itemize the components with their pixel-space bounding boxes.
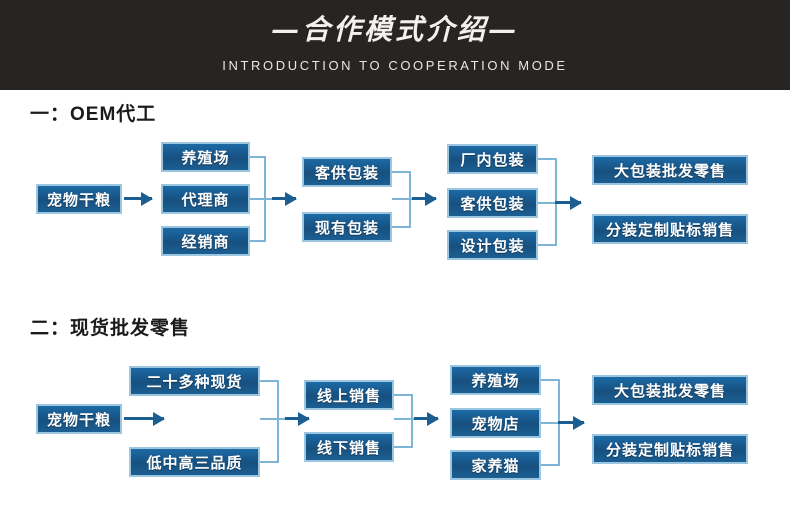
s2-box-customer-1[interactable]: 宠物店 <box>450 408 541 438</box>
s2-connector-chan-top <box>394 394 413 396</box>
s2-arrow-source-to-stock <box>124 417 164 420</box>
s2-connector-chan-bottom <box>394 446 413 448</box>
section-2-heading: 二：现货批发零售 <box>30 318 191 339</box>
page-title: —合作模式介绍— <box>270 13 519 46</box>
s1-box-packaging-input-0[interactable]: 客供包装 <box>302 157 392 187</box>
s1-box-channel-1[interactable]: 代理商 <box>161 184 250 214</box>
s1-box-output-0[interactable]: 大包装批发零售 <box>592 155 748 185</box>
page-subtitle: INTRODUCTION TO COOPERATION MODE <box>222 58 568 73</box>
s1-box-output-1[interactable]: 分装定制贴标销售 <box>592 214 748 244</box>
s1-connector-pkgtype-mid-line <box>538 202 557 204</box>
s2-connector-chan-mid <box>394 418 422 420</box>
s1-arrow-source-to-channel <box>124 197 152 200</box>
section-1-heading: 一：OEM代工 <box>30 104 157 125</box>
s2-box-stock-1[interactable]: 低中高三品质 <box>129 447 260 477</box>
s1-box-packaging-type-1[interactable]: 客供包装 <box>447 188 538 218</box>
s2-box-customer-2[interactable]: 家养猫 <box>450 450 541 480</box>
s2-connector-stock-top <box>260 380 279 382</box>
s2-connector-stock-bottom <box>260 461 279 463</box>
s1-connector-channel-top <box>250 156 266 158</box>
s1-connector-pkgin-bottom <box>392 226 411 228</box>
s2-connector-stock-mid <box>260 418 294 420</box>
s1-connector-pkgin-mid <box>392 198 420 200</box>
s2-connector-stock-spine <box>277 380 279 463</box>
s2-connector-cust-bottom <box>541 464 560 466</box>
header-banner: —合作模式介绍— INTRODUCTION TO COOPERATION MOD… <box>0 0 790 90</box>
s1-arrow-pkgtype-to-output <box>555 201 581 204</box>
s1-box-channel-2[interactable]: 经销商 <box>161 226 250 256</box>
s2-box-source-0[interactable]: 宠物干粮 <box>36 404 122 434</box>
s1-arrow-pkgin-to-pkgtype <box>412 197 436 200</box>
s2-arrow-stock-to-channel <box>285 417 309 420</box>
s2-box-stock-0[interactable]: 二十多种现货 <box>129 366 260 396</box>
s1-box-packaging-type-0[interactable]: 厂内包装 <box>447 144 538 174</box>
s1-connector-channel-bottom <box>250 240 266 242</box>
s1-box-channel-0[interactable]: 养殖场 <box>161 142 250 172</box>
s2-box-customer-0[interactable]: 养殖场 <box>450 365 541 395</box>
s1-connector-pkgtype-top <box>538 158 557 160</box>
s1-box-source-0[interactable]: 宠物干粮 <box>36 184 122 214</box>
s2-connector-cust-mid-line <box>541 422 560 424</box>
s2-arrow-customer-to-output <box>558 421 584 424</box>
s1-arrow-channel-to-packaging <box>272 197 296 200</box>
s1-box-packaging-type-2[interactable]: 设计包装 <box>447 230 538 260</box>
s2-box-output-0[interactable]: 大包装批发零售 <box>592 375 748 405</box>
s1-connector-pkgin-top <box>392 171 411 173</box>
s2-box-sales-channel-1[interactable]: 线下销售 <box>304 432 394 462</box>
s2-arrow-channel-to-customer <box>414 417 438 420</box>
s1-connector-pkgtype-bottom <box>538 244 557 246</box>
s2-box-output-1[interactable]: 分装定制贴标销售 <box>592 434 748 464</box>
s2-box-sales-channel-0[interactable]: 线上销售 <box>304 380 394 410</box>
s1-box-packaging-input-1[interactable]: 现有包装 <box>302 212 392 242</box>
s1-connector-channel-mid <box>250 198 280 200</box>
s2-connector-chan-spine <box>411 394 413 448</box>
s2-connector-cust-top <box>541 379 560 381</box>
